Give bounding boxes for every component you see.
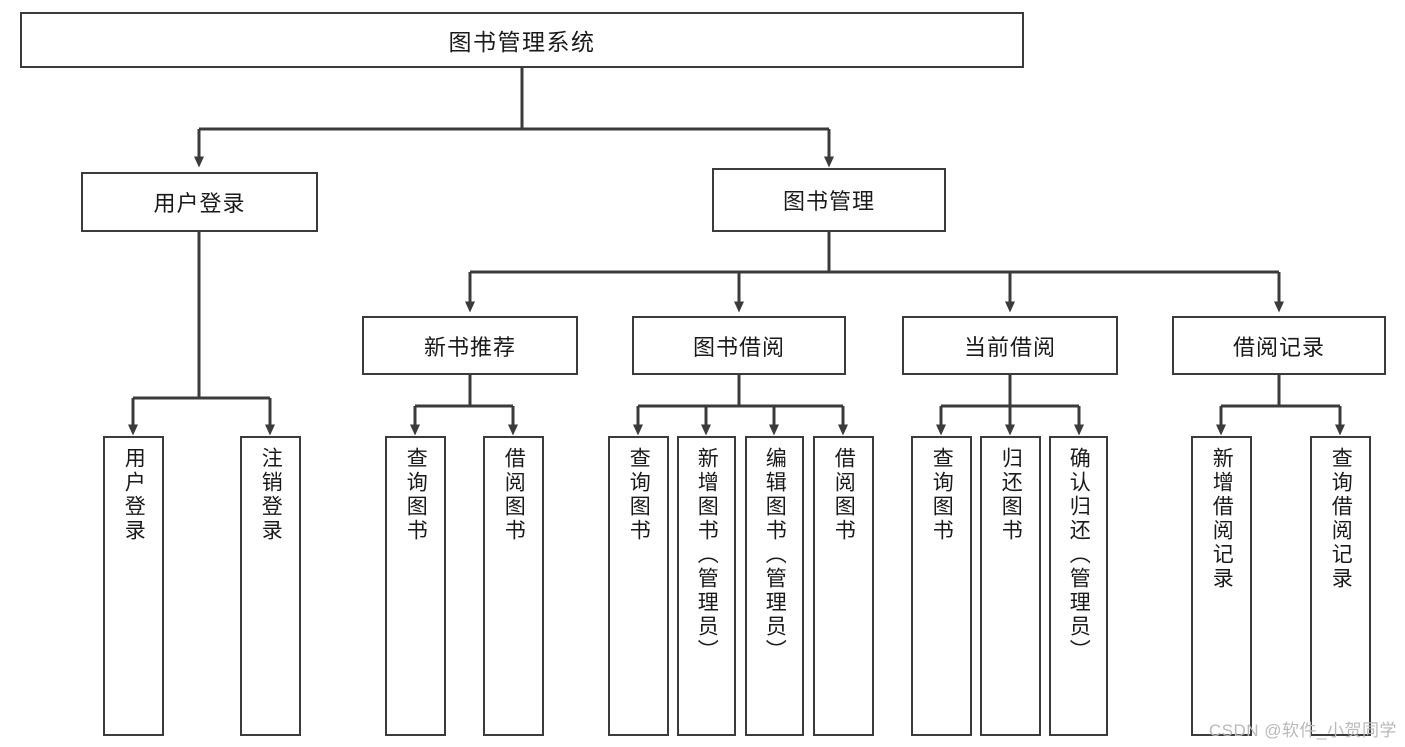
leaf-label: 查询图书 [627,447,651,543]
leaf-user-login-login[interactable]: 用户登录 [103,436,164,736]
node-current-borrow[interactable]: 当前借阅 [902,316,1118,375]
leaf-label: 借阅图书 [502,447,526,543]
leaf-label: 借阅图书 [832,447,856,543]
node-borrow-record-label: 借阅记录 [1232,334,1325,360]
leaf-new-book-query-book[interactable]: 查询图书 [385,436,446,736]
leaf-label: 确认归还（管理员） [1067,447,1091,663]
node-root-label: 图书管理系统 [448,29,596,55]
leaf-book-borrow-add-book-admin[interactable]: 新增图书（管理员） [677,436,736,736]
node-new-book-recommend[interactable]: 新书推荐 [362,316,578,375]
leaf-label: 归还图书 [999,447,1023,543]
leaf-label: 查询借阅记录 [1329,447,1353,591]
leaf-current-borrow-return-book[interactable]: 归还图书 [980,436,1041,736]
leaf-borrow-record-query-record[interactable]: 查询借阅记录 [1310,436,1371,736]
leaf-book-borrow-borrow-book[interactable]: 借阅图书 [813,436,874,736]
leaf-current-borrow-query-book[interactable]: 查询图书 [911,436,972,736]
node-borrow-record[interactable]: 借阅记录 [1172,316,1386,375]
leaf-label: 用户登录 [122,447,146,543]
csdn-watermark: CSDN @软件_小贺同学 [1208,721,1397,740]
leaf-new-book-borrow-book[interactable]: 借阅图书 [483,436,544,736]
leaf-borrow-record-add-record[interactable]: 新增借阅记录 [1191,436,1252,736]
leaf-label: 新增借阅记录 [1210,447,1234,591]
node-book-management-label: 图书管理 [782,189,875,214]
leaf-label: 查询图书 [404,447,428,543]
leaf-book-borrow-edit-book-admin[interactable]: 编辑图书（管理员） [745,436,804,736]
leaf-label: 查询图书 [930,447,954,543]
node-current-borrow-label: 当前借阅 [963,334,1056,360]
node-book-management[interactable]: 图书管理 [712,168,946,232]
leaf-label: 新增图书（管理员） [695,447,719,663]
node-root-book-management-system[interactable]: 图书管理系统 [20,12,1024,68]
leaf-book-borrow-query-book[interactable]: 查询图书 [608,436,669,736]
node-user-login[interactable]: 用户登录 [81,172,318,232]
node-book-borrow-label: 图书借阅 [692,334,785,360]
leaf-user-login-logout[interactable]: 注销登录 [240,436,301,736]
node-new-book-recommend-label: 新书推荐 [423,334,516,360]
node-book-borrow[interactable]: 图书借阅 [632,316,846,375]
leaf-label: 注销登录 [259,447,283,543]
node-user-login-label: 用户登录 [153,191,246,216]
leaf-current-borrow-confirm-return-admin[interactable]: 确认归还（管理员） [1049,436,1108,736]
leaf-label: 编辑图书（管理员） [763,447,787,663]
